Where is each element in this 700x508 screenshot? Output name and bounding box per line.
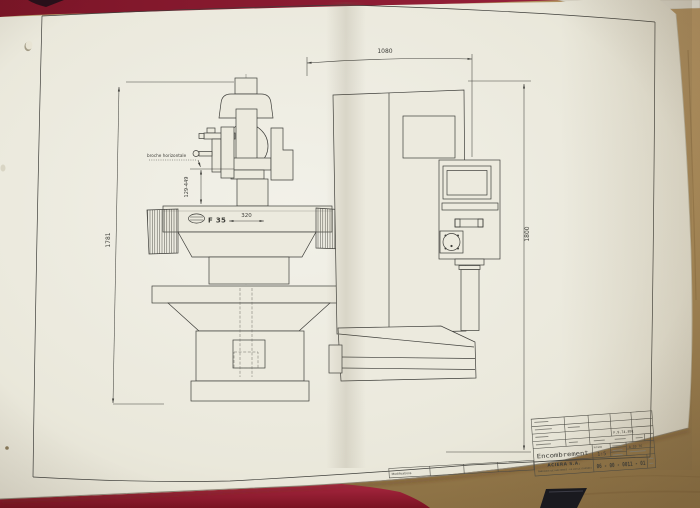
paper-speck [5,446,9,450]
binder-clip [540,488,587,508]
binder-hole-middle [0,164,6,172]
binder-hole-top [24,40,33,52]
